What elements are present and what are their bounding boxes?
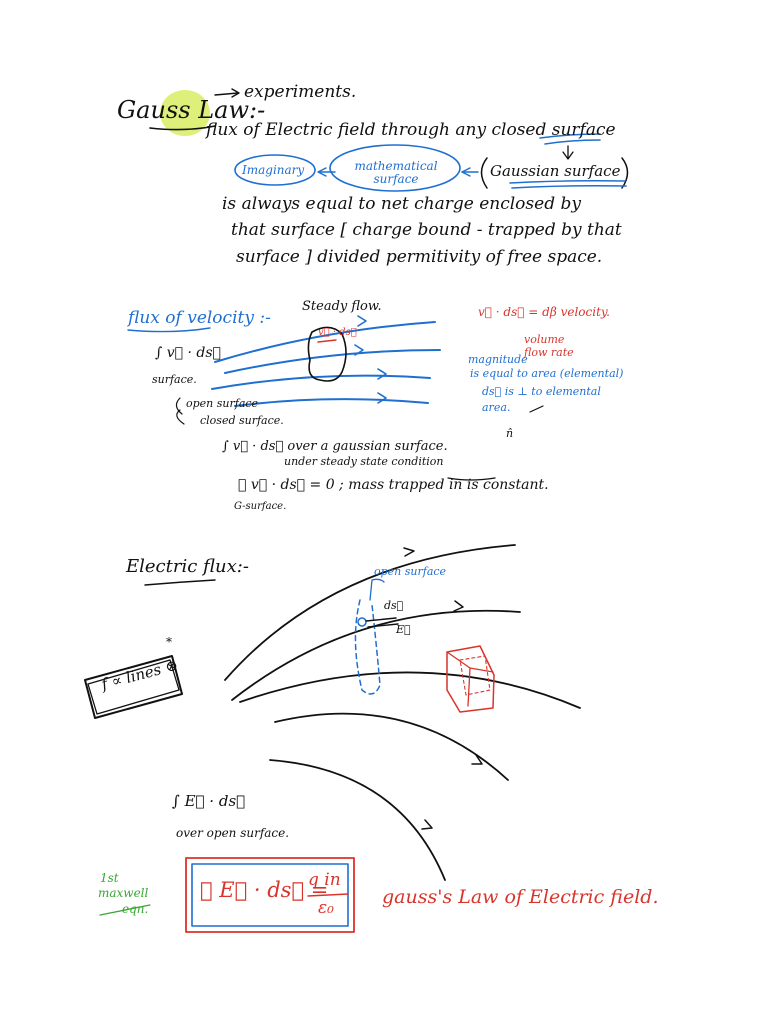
eqn-underline [99, 904, 151, 916]
closed-surface-underline-2 [544, 139, 601, 145]
blue-note-magnitude: magnitude [468, 353, 528, 366]
gauss-law-title: Gauss Law:- [117, 96, 266, 124]
cube-hidden-edges [459, 655, 491, 696]
n-vector [529, 405, 544, 413]
gaussian-surface-label: Gaussian surface [490, 162, 621, 180]
field-arrow-3 [471, 754, 483, 765]
definition-line-1: flux of Electric field through any close… [206, 120, 616, 140]
gauss-law-caption: gauss's Law of Electric field. [382, 886, 659, 908]
open-surface-note: open surface [374, 565, 447, 578]
equation-box-outer [185, 857, 355, 933]
experiments-note: experiments. [244, 82, 357, 102]
open-surface-pointer [369, 578, 385, 601]
experiments-arrow [214, 92, 239, 96]
patch-ds-vector [317, 339, 337, 343]
gaussian-paren-right [621, 157, 629, 189]
patch-vds-label: v⃗ · ds⃗ [318, 327, 357, 338]
ds-vector [365, 617, 397, 622]
mathematical-oval [329, 144, 461, 192]
electric-flux-title: Electric flux:- [126, 556, 249, 577]
experiments-arrow-head [231, 88, 240, 98]
e-label: E⃗ [396, 623, 411, 636]
flow-line-1 [214, 321, 436, 363]
electric-flux-underline [144, 579, 216, 586]
gaussian-underline [509, 179, 626, 184]
flow-arrow-1 [357, 315, 367, 327]
surface-label: surface. [152, 373, 197, 386]
steady-flow-label: Steady flow. [302, 299, 382, 314]
red-note-velocity: v⃗ · ds⃗ = dβ velocity. [478, 305, 610, 319]
down-arrow-head [562, 151, 574, 160]
closed-surface-label: closed surface. [200, 414, 284, 427]
gaussian-paren-left [480, 157, 488, 189]
field-line-1 [224, 544, 516, 681]
oval-arrow-left-head [317, 167, 327, 177]
surface-patch [307, 326, 347, 382]
integral-e-ds: ∫ E⃗ · ds⃗ [172, 792, 246, 810]
flow-line-3 [211, 374, 431, 390]
integral-v-ds: ∫ v⃗ · ds⃗ [155, 345, 221, 361]
ds-point [357, 617, 367, 627]
gauss-equation-numerator: q in [308, 870, 341, 890]
cube-outline [446, 645, 495, 713]
definition-line-4: surface ] divided permitivity of free sp… [236, 247, 603, 267]
field-line-5 [269, 759, 446, 881]
surface-brace-2 [176, 409, 185, 425]
over-open-surface: over open surface. [176, 826, 290, 840]
star-mark: * [166, 635, 172, 649]
steady-state-condition: under steady state condition [284, 455, 444, 468]
gauss-equation-denominator: ε₀ [318, 898, 334, 918]
constant-underline [447, 477, 496, 481]
f-lines-box-inner [87, 659, 180, 715]
velocity-title-underline [127, 327, 211, 333]
e-vector [367, 623, 399, 628]
open-surface-patch [354, 599, 381, 695]
field-line-2 [231, 609, 521, 701]
title-underline [149, 125, 216, 131]
maxwell-eqn: eqn. [122, 902, 149, 916]
field-arrow-4 [421, 819, 433, 830]
field-arrow-1 [403, 547, 415, 557]
flow-arrow-3 [377, 368, 387, 380]
definition-line-3: that surface [ charge bound - trapped by… [231, 220, 622, 240]
flow-line-2 [224, 349, 441, 374]
red-note-volume-flow: volume flow rate [524, 333, 574, 359]
f-lines-box [84, 655, 183, 719]
surface-brace-1 [175, 397, 183, 415]
velocity-flux-title: flux of velocity :- [128, 308, 271, 328]
g-surface-label: G-surface. [234, 501, 287, 512]
closed-integral-zero: ∮ v⃗ · ds⃗ = 0 ; mass trapped in is cons… [238, 477, 549, 493]
mathematical-label: mathematical surface [354, 159, 438, 187]
gauss-equation-lhs: ∮ E⃗ · ds⃗ = [200, 878, 329, 902]
definition-line-2: is always equal to net charge enclosed b… [222, 194, 581, 214]
flow-line-4 [234, 398, 429, 407]
ds-label: ds⃗ [384, 599, 404, 612]
flow-arrow-4 [377, 392, 387, 404]
equation-box-inner [191, 863, 349, 927]
field-line-3 [239, 671, 581, 709]
normal-label: n̂ [506, 427, 514, 440]
oval-arrow-right-head [461, 167, 471, 177]
blue-note-area: is equal to area (elemental) [470, 367, 624, 380]
imaginary-oval [234, 154, 316, 186]
field-line-4 [274, 712, 509, 781]
closed-surface-underline [539, 133, 601, 139]
open-surface-label: open surface [186, 397, 259, 410]
maxwell-word: maxwell [98, 886, 149, 900]
field-arrow-2 [453, 600, 464, 612]
maxwell-first: 1st [100, 871, 119, 885]
gaussian-underline-2 [511, 184, 627, 189]
blue-note-perpendicular: ds⃗ is ⊥ to elemental [482, 385, 601, 398]
imaginary-label: Imaginary [242, 163, 305, 177]
fraction-bar [307, 893, 349, 897]
cube-edges [446, 651, 494, 707]
over-gaussian-surface: ∫ v⃗ · ds⃗ over a gaussian surface. [222, 439, 448, 454]
blue-note-area-2: area. [482, 401, 511, 414]
flow-arrow-2 [354, 344, 364, 356]
